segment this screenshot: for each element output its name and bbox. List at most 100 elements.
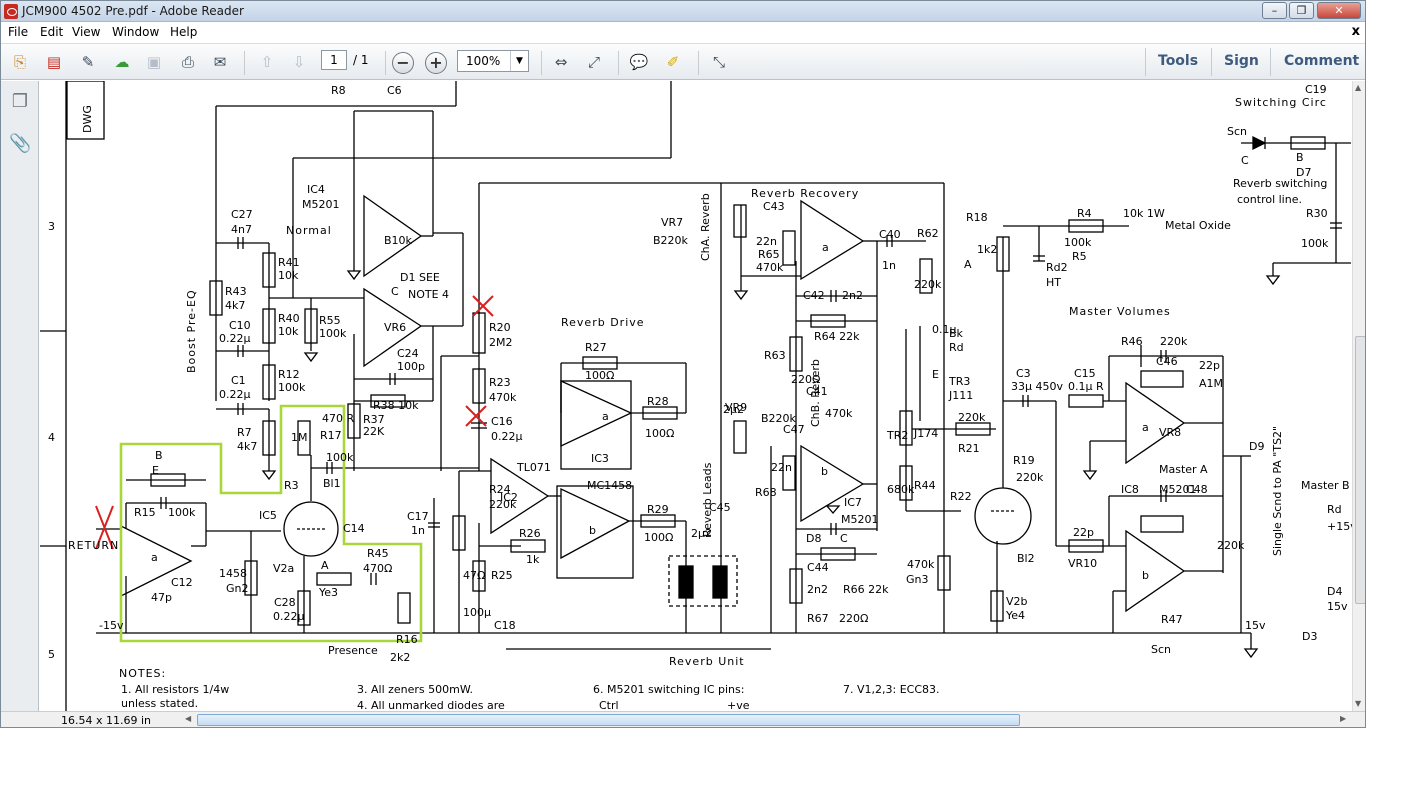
menu-edit[interactable]: Edit [40, 25, 64, 39]
component-label: 1M [291, 431, 308, 444]
create-pdf-icon[interactable]: ▤ [46, 53, 62, 71]
open-icon[interactable]: ⎘ [13, 53, 26, 71]
navigation-pane: ❐ 📎 [1, 81, 39, 711]
component-label: 22K [363, 425, 385, 438]
menu-view[interactable]: View [72, 25, 101, 39]
restore-button[interactable]: ❐ [1289, 2, 1314, 19]
zoom-select[interactable]: 100% ▼ [457, 50, 529, 72]
menu-help[interactable]: Help [170, 25, 198, 39]
attachments-icon[interactable]: 📎 [9, 133, 32, 154]
component-label: 22p [1199, 359, 1220, 372]
horizontal-scroll-thumb[interactable] [197, 714, 1020, 726]
component-label: C28 [274, 596, 296, 609]
component-label: B [1296, 151, 1304, 164]
component-label: 220Ω [839, 612, 868, 625]
minimize-button[interactable]: – [1262, 2, 1287, 19]
zoom-out-icon[interactable]: − [392, 52, 414, 74]
save-icon[interactable]: ▣ [146, 53, 162, 71]
component-label: B220k [653, 234, 689, 247]
close-document-icon[interactable]: x [1351, 24, 1360, 39]
component-label: a [822, 241, 829, 254]
adobe-reader-window: JCM900 4502 Pre.pdf - Adobe Reader – ❐ ✕… [0, 0, 1366, 728]
next-page-icon[interactable]: ⇩ [292, 53, 306, 71]
page-thumbnails-icon[interactable]: ❐ [11, 91, 29, 112]
component-label: R68 [755, 486, 777, 499]
component-label: IC3 [591, 452, 609, 465]
component-label: R65 [758, 248, 780, 261]
edit-icon[interactable]: ✎ [81, 53, 95, 71]
cloud-upload-icon[interactable]: ☁ [114, 53, 130, 71]
tools-button[interactable]: Tools [1158, 53, 1199, 69]
sign-button[interactable]: Sign [1224, 53, 1259, 69]
section-title-normal: Normal [286, 224, 332, 237]
component-label: a [151, 551, 158, 564]
menu-window[interactable]: Window [112, 25, 160, 39]
comment-button[interactable]: Comment [1284, 53, 1360, 69]
component-label: M5201 [1159, 483, 1197, 496]
component-label: 22n [771, 461, 792, 474]
component-label: 0.22µ [219, 332, 251, 345]
scroll-down-arrow-icon[interactable]: ▼ [1355, 699, 1362, 708]
component-label: C44 [807, 561, 829, 574]
previous-page-icon[interactable]: ⇧ [260, 53, 274, 71]
component-label: IC5 [259, 509, 277, 522]
horizontal-scrollbar[interactable]: ◀ ▶ [185, 712, 1351, 727]
full-screen-icon[interactable]: ⤡ [712, 53, 725, 71]
component-label: a [1142, 421, 1149, 434]
page-number-input[interactable]: 1 [321, 50, 347, 70]
scroll-up-arrow-icon[interactable]: ▲ [1355, 83, 1362, 92]
component-label: C14 [343, 522, 365, 535]
fit-width-icon[interactable]: ⇔ [554, 53, 568, 71]
component-label: R21 [958, 442, 980, 455]
email-icon[interactable]: ✉ [213, 53, 227, 71]
fit-page-icon[interactable]: ⤢ [587, 53, 600, 71]
component-label: C41 [806, 385, 828, 398]
component-label: V2a [273, 562, 294, 575]
note-item: 3. All zeners 500mW. [357, 683, 473, 696]
component-label: 100Ω [585, 369, 614, 382]
send-to-pa-label: Single Scnd to PA "TS2" [1271, 426, 1284, 556]
component-label: 220Ω [791, 373, 820, 386]
component-label: Ye3 [318, 586, 338, 599]
ruler-number: 3 [48, 220, 55, 233]
vertical-scroll-thumb[interactable] [1355, 336, 1365, 604]
sticky-note-icon[interactable]: 💬 [629, 53, 649, 71]
component-label: 220k [1016, 471, 1044, 484]
component-label: C24 [397, 347, 419, 360]
component-label: 1k2 [977, 243, 997, 256]
chevron-down-icon[interactable]: ▼ [510, 51, 528, 71]
page-total: / 1 [353, 53, 369, 67]
menu-file[interactable]: File [8, 25, 29, 39]
scroll-left-arrow-icon[interactable]: ◀ [185, 714, 192, 723]
component-label: 100Ω [645, 427, 674, 440]
highlight-icon[interactable]: ✐ [666, 53, 680, 71]
component-label: 100k [278, 381, 306, 394]
component-label: R27 [585, 341, 607, 354]
component-label: C [840, 532, 848, 545]
menu-bar: File Edit View Window Help x [1, 22, 1365, 43]
component-label: 10k [278, 269, 299, 282]
component-label: R15 [134, 506, 156, 519]
component-label: C [391, 285, 399, 298]
component-label: J111 [948, 389, 973, 402]
component-label: 100k [168, 506, 196, 519]
component-label: C12 [171, 576, 193, 589]
component-label: b [821, 465, 828, 478]
component-label: R38 10k [373, 399, 419, 412]
vertical-scrollbar[interactable]: ▲ ▼ [1352, 81, 1365, 711]
component-label: R62 [917, 227, 939, 240]
component-label: 22n [756, 235, 777, 248]
component-label: 2M2 [489, 336, 513, 349]
close-window-button[interactable]: ✕ [1317, 2, 1361, 19]
component-label: Gn3 [906, 573, 929, 586]
component-label: R66 22k [843, 583, 889, 596]
scroll-right-arrow-icon[interactable]: ▶ [1340, 714, 1347, 723]
component-label: R40 [278, 312, 300, 325]
component-label: a [602, 410, 609, 423]
print-icon[interactable]: ⎙ [181, 53, 194, 71]
component-label: R46 [1121, 335, 1143, 348]
component-label: 47Ω [463, 569, 485, 582]
zoom-in-icon[interactable]: + [425, 52, 447, 74]
component-label: R16 [396, 633, 418, 646]
